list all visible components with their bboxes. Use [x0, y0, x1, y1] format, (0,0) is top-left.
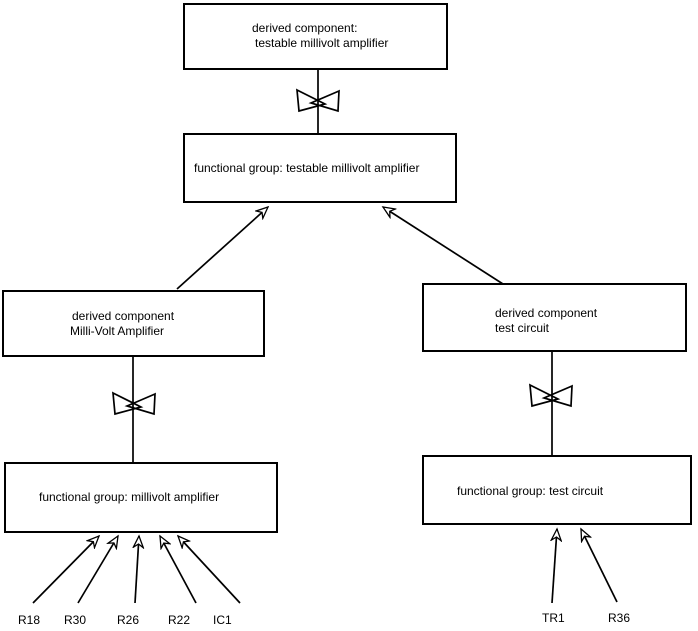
connector-ic1: [178, 536, 241, 604]
node-label: functional group: millivolt amplifier: [39, 490, 220, 504]
node-label: derived component:: [252, 21, 358, 35]
node-label: testable millivolt amplifier: [255, 36, 389, 50]
node-right-derived-component: derived component test circuit: [422, 283, 687, 352]
connector-right-derived-to-top-functional: [383, 207, 504, 285]
component-label-ic1: IC1: [213, 613, 232, 627]
node-label: Milli-Volt Amplifier: [70, 324, 165, 338]
node-left-derived-component: derived component Milli-Volt Amplifier: [2, 290, 265, 357]
node-label: derived component: [495, 306, 598, 320]
connector-r22: [160, 536, 197, 604]
node-label: functional group: test circuit: [457, 484, 604, 498]
component-label-tr1: TR1: [542, 611, 565, 625]
connector-r36: [580, 529, 618, 603]
component-label-r22: R22: [168, 613, 191, 627]
connector-left-derived-to-top-functional: [176, 207, 268, 290]
node-label: test circuit: [495, 321, 550, 335]
node-right-functional-group: functional group: test circuit: [422, 455, 692, 525]
connector-r18: [32, 536, 99, 604]
node-top-derived-component: derived component: testable millivolt am…: [183, 3, 448, 70]
node-top-functional-group: functional group: testable millivolt amp…: [183, 133, 457, 203]
component-label-r30: R30: [64, 613, 87, 627]
bowtie-icon-right: [529, 383, 573, 408]
node-left-functional-group: functional group: millivolt amplifier: [4, 462, 278, 533]
bowtie-icon-top: [296, 88, 340, 113]
node-label: functional group: testable millivolt amp…: [194, 161, 420, 175]
bowtie-icon-left: [112, 391, 156, 416]
component-label-r36: R36: [608, 611, 631, 625]
connector-r30: [77, 536, 118, 604]
connector-tr1: [552, 529, 557, 604]
component-label-r26: R26: [117, 613, 140, 627]
connector-r26: [135, 536, 139, 604]
component-label-r18: R18: [18, 613, 41, 627]
node-label: derived component: [72, 309, 175, 323]
